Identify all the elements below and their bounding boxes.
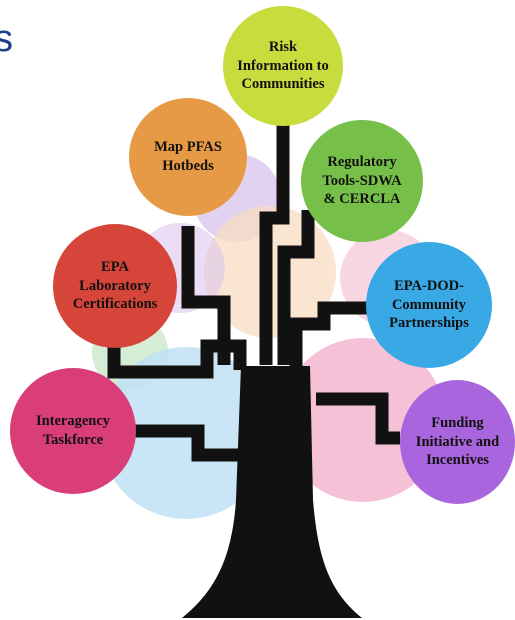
node-risk-information: Risk Information to Communities [223, 6, 343, 126]
node-funding-label: Funding Initiative and Incentives [415, 414, 500, 469]
branch-funding [316, 392, 400, 445]
tree-trunk [182, 366, 362, 618]
node-epa-lab-label: EPA Laboratory Certifications [72, 258, 158, 313]
node-epa-dod: EPA-DOD- Community Partnerships [366, 242, 492, 368]
node-epa-dod-label: EPA-DOD- Community Partnerships [389, 277, 469, 332]
node-regulatory-tools-label: Regulatory Tools-SDWA & CERCLA [322, 153, 402, 208]
node-epa-lab: EPA Laboratory Certifications [53, 224, 177, 348]
node-interagency: Interagency Taskforce [10, 368, 136, 494]
node-regulatory-tools: Regulatory Tools-SDWA & CERCLA [301, 120, 423, 242]
branch-interagency [134, 424, 245, 462]
node-map-pfas-label: Map PFAS Hotbeds [154, 139, 222, 174]
corner-text-fragment: s [0, 18, 13, 60]
branch-epa-lab [107, 338, 247, 379]
branch-risk-information [259, 110, 290, 365]
node-funding: Funding Initiative and Incentives [400, 380, 515, 504]
node-interagency-label: Interagency Taskforce [35, 413, 111, 448]
node-risk-information-label: Risk Information to Communities [237, 38, 329, 93]
branch-regulatory-tools [277, 210, 315, 365]
branch-map-pfas [181, 226, 231, 365]
node-map-pfas: Map PFAS Hotbeds [129, 98, 247, 216]
